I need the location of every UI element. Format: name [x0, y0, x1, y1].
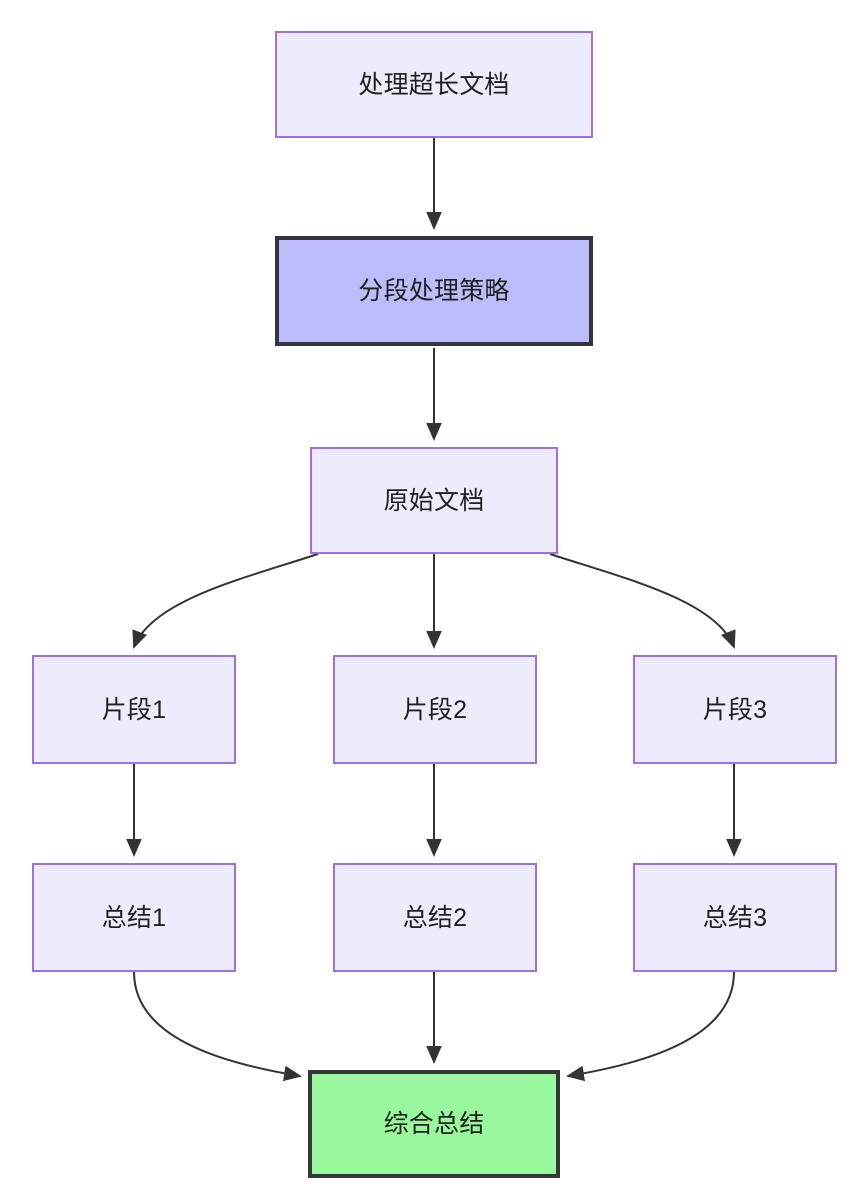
node-source-document[interactable]: 原始文档 — [310, 447, 558, 554]
node-summary-3[interactable]: 总结3 — [633, 863, 837, 972]
node-chunk-3[interactable]: 片段3 — [633, 655, 837, 764]
node-label: 片段1 — [101, 695, 167, 724]
node-label: 总结2 — [402, 903, 468, 932]
edge-source-to-chunk1 — [132, 553, 319, 649]
node-label: 总结3 — [702, 903, 768, 932]
node-chunk-1[interactable]: 片段1 — [32, 655, 236, 764]
node-label: 分段处理策略 — [358, 277, 510, 305]
node-label: 总结1 — [101, 903, 167, 932]
node-label: 处理超长文档 — [358, 70, 510, 99]
edge-summary1-to-final — [133, 971, 302, 1082]
node-label: 片段3 — [702, 695, 768, 724]
edge-summary3-to-final — [566, 971, 735, 1082]
edge-source-to-chunk3 — [549, 553, 736, 649]
node-label: 片段2 — [402, 695, 468, 724]
node-summary-2[interactable]: 总结2 — [333, 863, 537, 972]
node-label: 原始文档 — [383, 486, 485, 515]
node-process-long-document[interactable]: 处理超长文档 — [275, 31, 593, 138]
node-final-summary[interactable]: 综合总结 — [308, 1070, 560, 1178]
node-chunk-2[interactable]: 片段2 — [333, 655, 537, 764]
node-chunking-strategy[interactable]: 分段处理策略 — [275, 236, 593, 346]
node-label: 综合总结 — [383, 1110, 485, 1138]
node-summary-1[interactable]: 总结1 — [32, 863, 236, 972]
